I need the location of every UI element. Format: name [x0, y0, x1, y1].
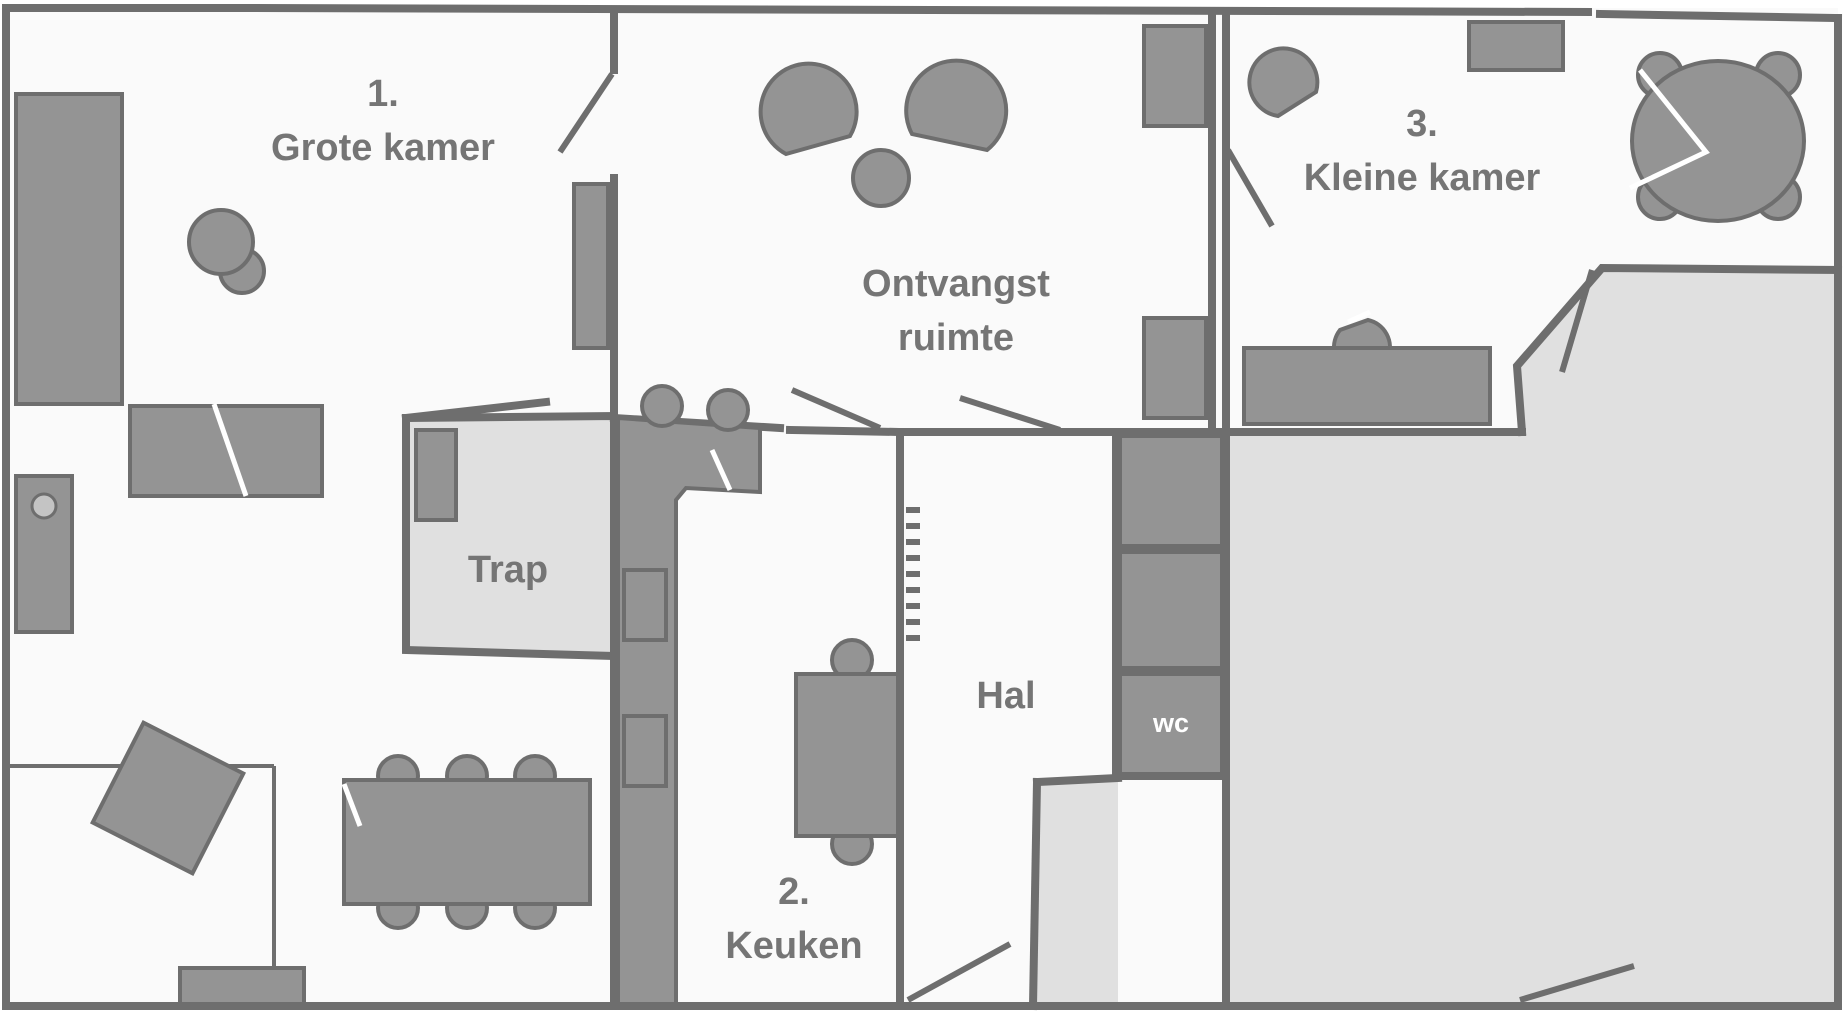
stair-post: [414, 428, 458, 522]
grote-kamer-label: Grote kamer: [271, 127, 495, 169]
keuken-furniture: [616, 384, 900, 1006]
cabinet-top: [1142, 24, 1208, 128]
kitchen-table: [794, 672, 900, 838]
trap-label: Trap: [468, 549, 548, 591]
plant: [187, 208, 255, 276]
keuken-label: Keuken: [725, 925, 862, 967]
hal-details: [906, 507, 920, 641]
storage-1: [1118, 434, 1224, 548]
chair: [1247, 46, 1320, 119]
doors: [557, 72, 1635, 1003]
side-cabinet: [14, 474, 74, 634]
storage-2: [1118, 550, 1224, 670]
desk: [1242, 346, 1492, 426]
stool: [706, 388, 750, 432]
trap-furniture: [414, 428, 458, 522]
armchair-right: [904, 58, 1009, 153]
kleine-kamer-number: 3.: [1406, 103, 1438, 145]
ontvangst-furniture: [758, 24, 1208, 420]
ontvangst-label-line1: Ontvangst: [862, 263, 1050, 305]
wc-label: wc: [1152, 708, 1189, 738]
bench: [128, 404, 324, 498]
grote-kamer-number: 1.: [367, 73, 399, 115]
wall-shelf: [572, 182, 610, 350]
grote-kamer-furniture: [14, 92, 610, 1006]
appliance: [622, 568, 668, 642]
low-cabinet: [178, 966, 306, 1006]
hal-label: Hal: [976, 675, 1035, 717]
door-hal-south: [906, 941, 1012, 1003]
round-table: [1630, 59, 1806, 223]
shaded-area-east: [1226, 268, 1838, 1006]
service-blocks: [1118, 434, 1224, 776]
appliance: [622, 714, 668, 788]
door-kleine-kamer-east: [1559, 269, 1595, 373]
door-east-south: [1519, 963, 1635, 1003]
kitchen-counter: [616, 415, 762, 1006]
ontvangst-label-line2: ruimte: [898, 317, 1014, 359]
door-grote-kamer-north: [557, 72, 615, 154]
armchair: [89, 719, 247, 877]
shaded-area-hall: [1033, 778, 1118, 1006]
cabinet: [14, 92, 124, 406]
keuken-number: 2.: [778, 871, 810, 913]
coffee-table: [851, 148, 911, 208]
cabinet-bottom: [1142, 316, 1208, 420]
dining-table: [342, 778, 592, 906]
stool: [640, 384, 684, 428]
kleine-kamer-label: Kleine kamer: [1304, 157, 1541, 199]
kleine-kamer-furniture: [1242, 20, 1806, 426]
lamp-icon: [30, 492, 58, 520]
wc-block: [1118, 672, 1224, 776]
door-kleine-kamer: [1225, 148, 1275, 228]
armchair-left: [758, 61, 859, 157]
door-ontvangst-west: [790, 387, 882, 431]
shelf: [1467, 20, 1565, 72]
door-ontvangst-east: [959, 395, 1061, 433]
outer-walls: [2, 3, 1843, 1010]
